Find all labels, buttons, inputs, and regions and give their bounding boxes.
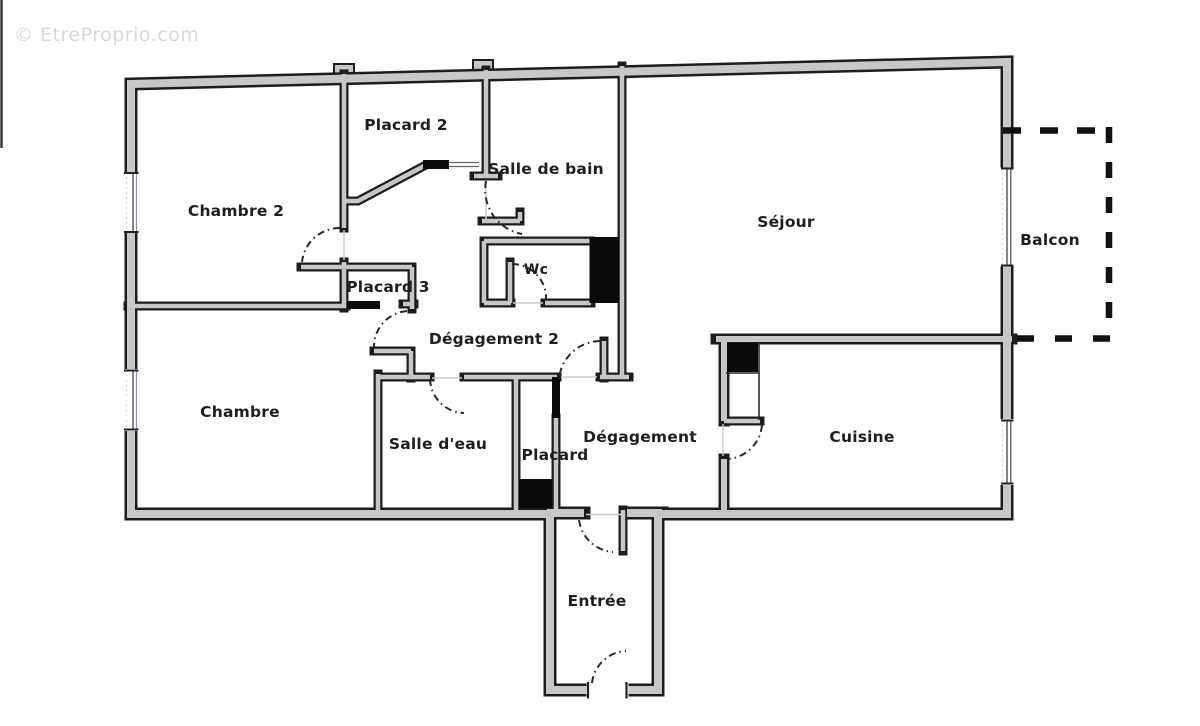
room-label-salle-deau: Salle d'eau [388,435,488,453]
windows [122,167,1015,485]
wc-duct [589,237,620,303]
door-arc-chambre2 [301,226,341,263]
room-label-placard-3: Placard 3 [346,278,430,296]
door-arc-cuisine [726,424,763,460]
placard3-door-bar [347,301,380,309]
door-arc-degagement2 [558,340,601,380]
window-sejour-balcony-door [999,167,1015,267]
room-label-placard: Placard [521,446,589,464]
door-track-lines [449,161,479,168]
cuisine-duct [727,343,758,372]
door-arcs [301,180,763,684]
front-door-opening [586,681,629,699]
room-label-balcon: Balcon [1020,231,1080,249]
door-arc-chambre [372,310,408,350]
room-label-salle-de-bain: Salle de bain [488,160,604,178]
room-label-wc: Wc [523,262,549,278]
room-label-cuisine: Cuisine [829,428,895,446]
room-label-chambre-2: Chambre 2 [187,202,285,220]
room-label-chambre: Chambre [200,403,280,421]
window-chambre [122,369,140,431]
placard-door-bar [552,377,560,418]
room-label-degagement-2: Dégagement 2 [428,330,560,348]
window-chambre2 [122,172,140,233]
door-arc-salle-de-bain [484,180,523,235]
balcony-outline [1003,127,1113,342]
door-arc-wc [511,263,548,300]
watermark: © EtreProprio.com [14,24,200,46]
door-arc-salle-deau [429,378,465,414]
room-label-degagement: Dégagement [583,428,697,446]
door-arc-entree-front [591,650,627,684]
door-arc-entree-inner [578,519,614,553]
placard-duct [519,479,552,508]
ducts-and-door-bars [347,160,758,508]
room-label-sejour: Séjour [757,213,815,231]
window-cuisine [999,419,1015,485]
cuisine-duct-compartment [726,343,760,420]
room-label-placard-2: Placard 2 [364,116,448,134]
placard2-door-bar [423,160,449,169]
room-label-entree: Entrée [567,592,627,610]
